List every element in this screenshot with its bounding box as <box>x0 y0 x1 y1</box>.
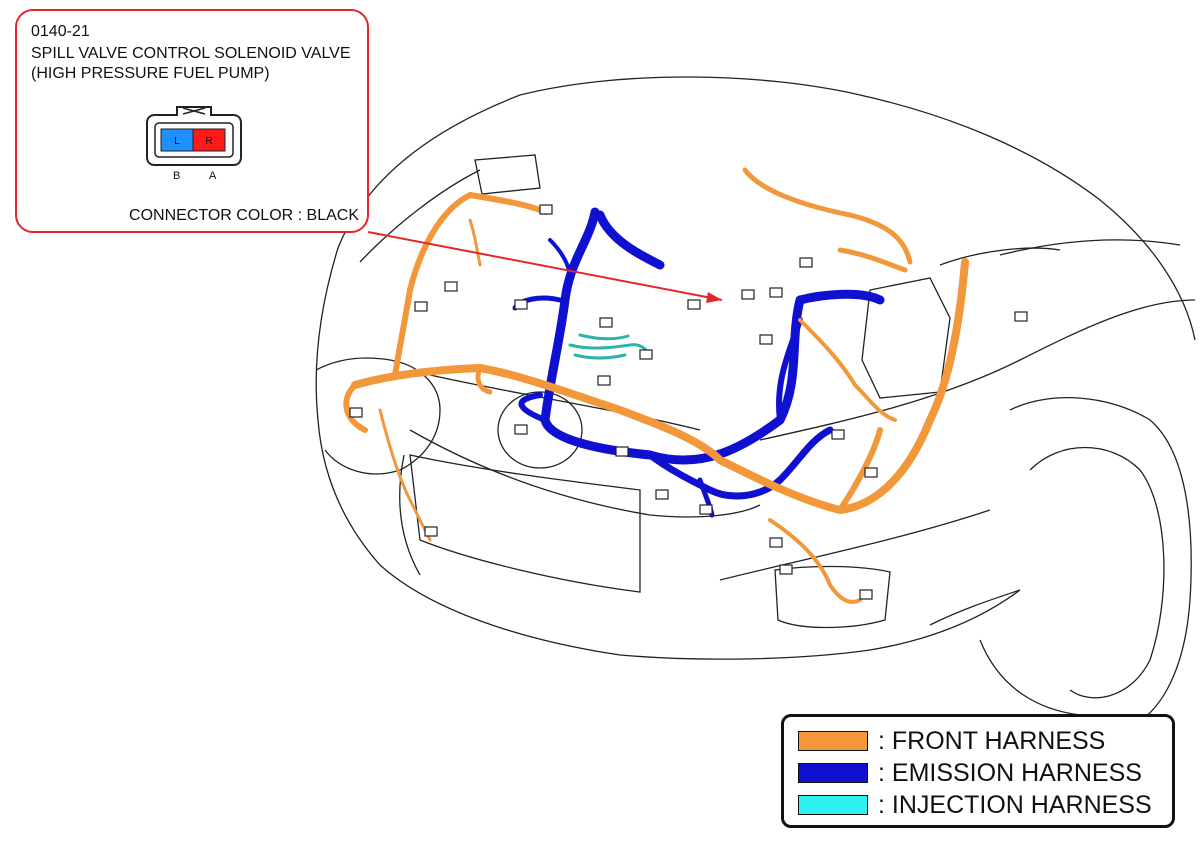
connector-face-icon: L R <box>146 106 242 166</box>
callout-leader-line <box>367 231 723 301</box>
callout-leader-arrowhead <box>706 292 722 303</box>
connector-name-line1: SPILL VALVE CONTROL SOLENOID VALVE <box>31 45 351 62</box>
connector-name-line2: (HIGH PRESSURE FUEL PUMP) <box>31 65 270 82</box>
legend-label-injection: : INJECTION HARNESS <box>878 790 1152 819</box>
connectors <box>349 204 1028 600</box>
connector-name: SPILL VALVE CONTROL SOLENOID VALVE (HIGH… <box>31 44 351 84</box>
legend-row-injection: : INJECTION HARNESS <box>798 790 1152 819</box>
connector-color-label: CONNECTOR COLOR : BLACK <box>129 207 359 224</box>
pin-b-wire-color: L <box>174 136 180 147</box>
legend-label-emission: : EMISSION HARNESS <box>878 758 1142 787</box>
injection-harness-wires <box>568 333 652 360</box>
pin-a-terminal: A <box>209 170 217 182</box>
legend-label-front: : FRONT HARNESS <box>878 726 1106 755</box>
front-harness-wires <box>343 167 969 604</box>
emission-harness-wires <box>512 207 885 518</box>
pin-a-wire-color: R <box>205 136 212 147</box>
legend-row-emission: : EMISSION HARNESS <box>798 758 1142 787</box>
pin-a-fill <box>192 128 226 152</box>
car-body-outline <box>315 76 1196 731</box>
legend-swatch-front <box>798 731 868 751</box>
legend-row-front: : FRONT HARNESS <box>798 726 1106 755</box>
connector-callout-box: 0140-21 SPILL VALVE CONTROL SOLENOID VAL… <box>15 9 369 233</box>
harness-legend: : FRONT HARNESS : EMISSION HARNESS : INJ… <box>781 714 1175 828</box>
pin-b-terminal: B <box>173 170 181 182</box>
legend-swatch-emission <box>798 763 868 783</box>
connector-code: 0140-21 <box>31 23 90 40</box>
legend-swatch-injection <box>798 795 868 815</box>
